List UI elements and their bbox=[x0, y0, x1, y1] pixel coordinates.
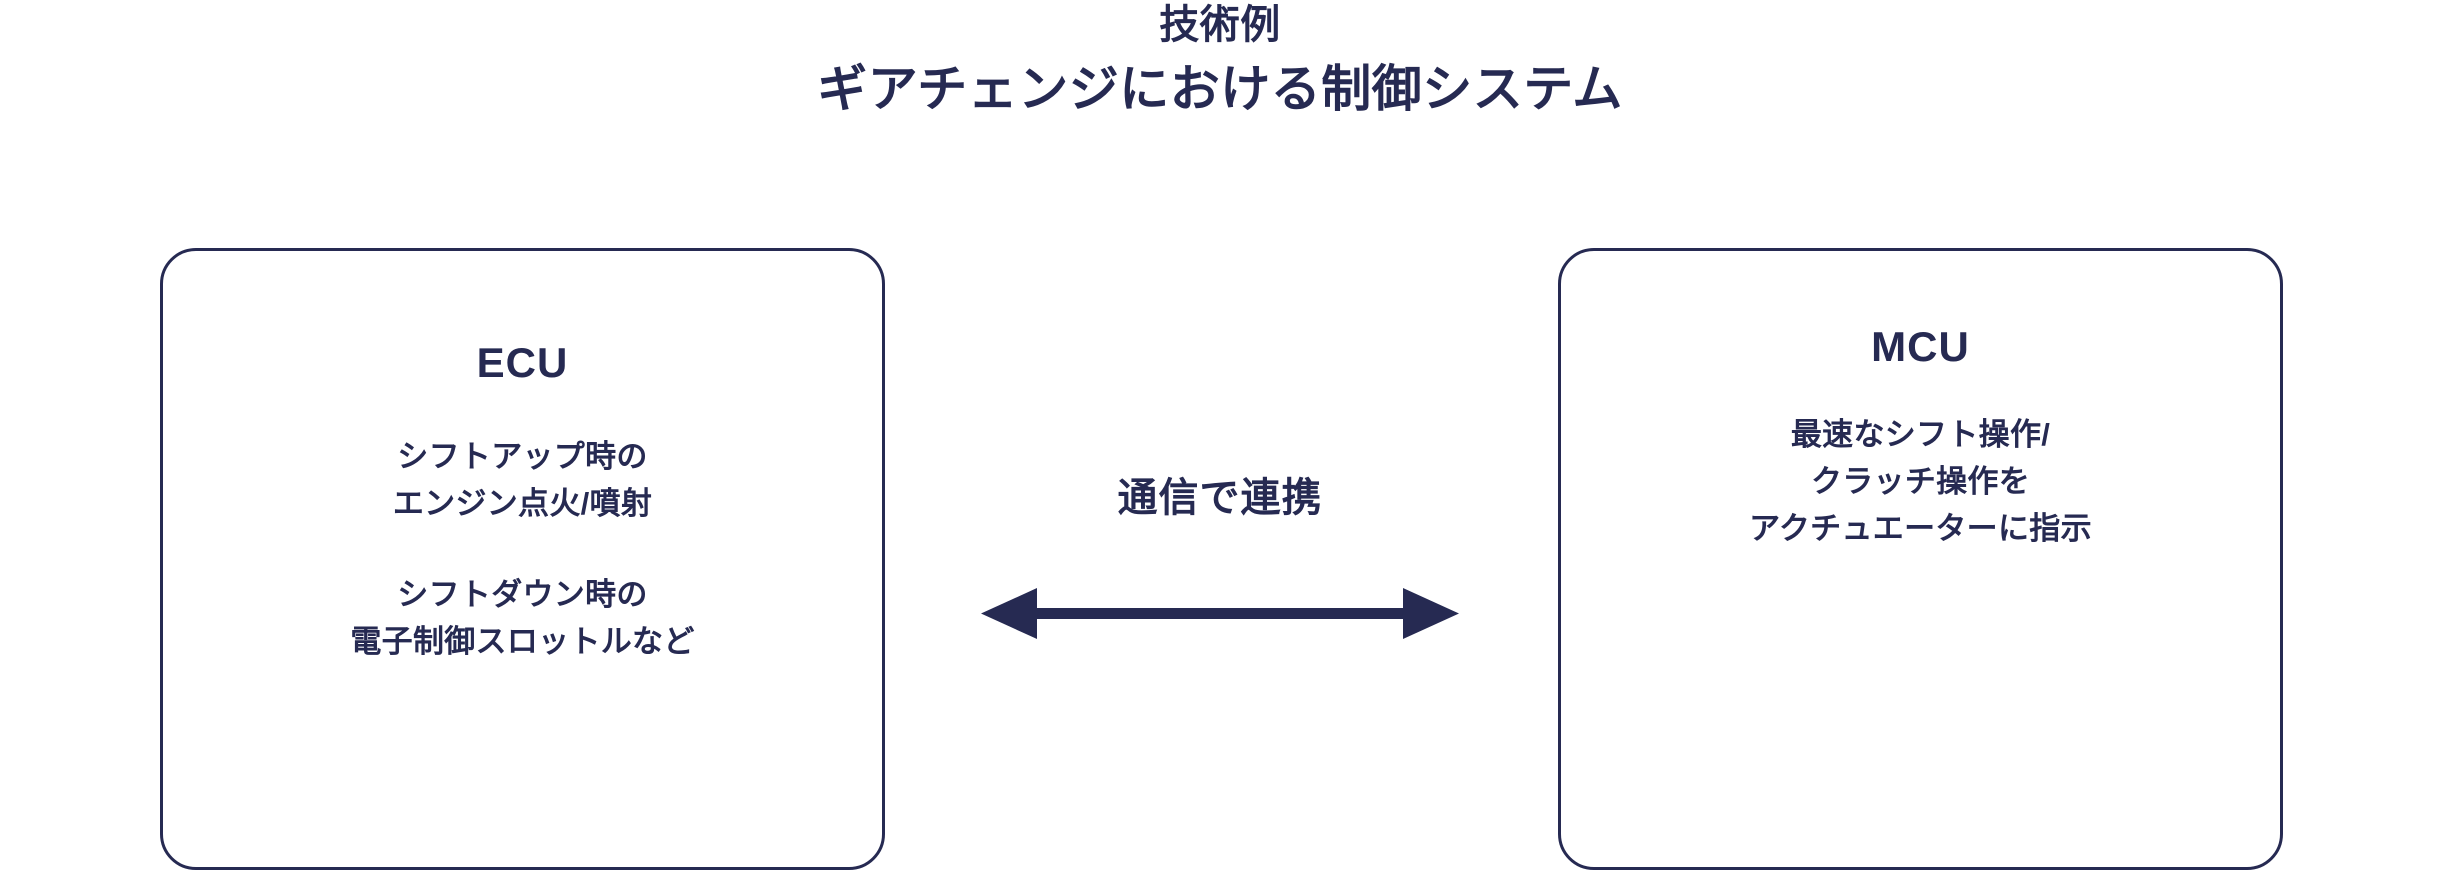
node-box-mcu: MCU 最速なシフト操作/ クラッチ操作を アクチュエーターに指示 bbox=[1558, 248, 2283, 870]
node-text-line: 電子制御スロットルなど bbox=[350, 624, 695, 659]
connector-group: 通信で連携 bbox=[960, 470, 1480, 670]
node-text-line: アクチュエーターに指示 bbox=[1749, 511, 2092, 546]
node-text-line: エンジン点火/噴射 bbox=[392, 486, 653, 521]
node-heading-mcu: MCU bbox=[1871, 323, 1970, 370]
node-heading-ecu: ECU bbox=[476, 339, 569, 386]
node-text-line: クラッチ操作を bbox=[1810, 464, 2031, 499]
double-headed-arrow-icon bbox=[981, 586, 1459, 642]
connector-label: 通信で連携 bbox=[1117, 476, 1323, 520]
page-subtitle: ギアチェンジにおける制御システム bbox=[817, 61, 1623, 117]
node-paragraph-mcu-1: 最速なシフト操作/ クラッチ操作を アクチュエーターに指示 bbox=[1749, 411, 2092, 552]
node-text-line: シフトダウン時の bbox=[397, 577, 648, 612]
title-block: 技術例 ギアチェンジにおける制御システム bbox=[0, 0, 2440, 118]
node-text-line: 最速なシフト操作/ bbox=[1790, 417, 2051, 452]
node-text-line: シフトアップ時の bbox=[397, 439, 648, 474]
node-paragraph-ecu-2: シフトダウン時の 電子制御スロットルなど bbox=[350, 571, 694, 665]
node-paragraph-ecu-1: シフトアップ時の エンジン点火/噴射 bbox=[393, 433, 652, 527]
page-title: 技術例 bbox=[1159, 3, 1281, 47]
node-box-ecu: ECU シフトアップ時の エンジン点火/噴射 シフトダウン時の 電子制御スロット… bbox=[160, 248, 885, 870]
